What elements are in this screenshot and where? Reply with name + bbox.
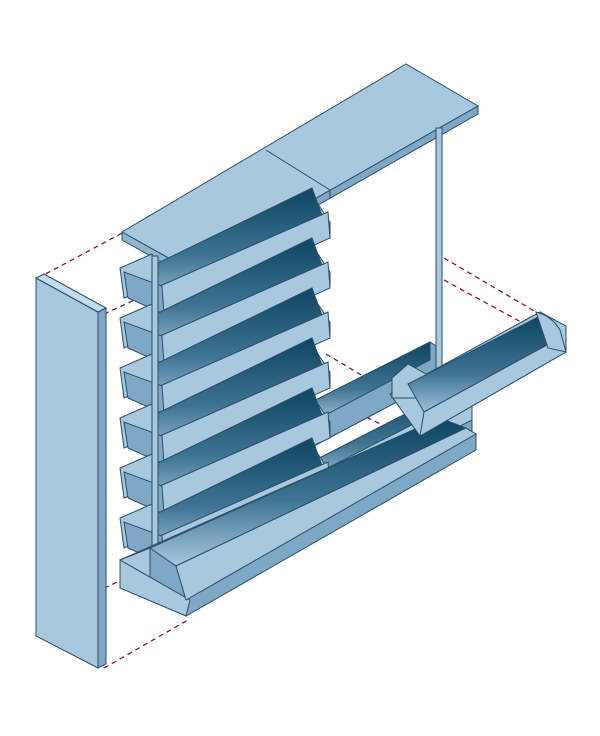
guide-line xyxy=(325,397,411,439)
guide-line xyxy=(37,231,125,279)
end-panel-edge xyxy=(97,307,107,669)
shelf xyxy=(119,387,331,515)
shelf xyxy=(119,237,331,365)
guide-line xyxy=(443,257,537,313)
detached-shelf xyxy=(389,311,567,437)
shelf xyxy=(119,287,331,415)
shelf xyxy=(119,337,331,465)
guide-line xyxy=(443,279,533,329)
guide-line xyxy=(103,619,189,669)
end-panel xyxy=(34,273,108,669)
front-upright xyxy=(151,255,159,577)
guide-line xyxy=(325,353,391,393)
guide-line xyxy=(103,579,123,589)
base-shelf xyxy=(119,417,477,617)
right-upright xyxy=(435,127,443,369)
shelf xyxy=(119,187,331,315)
assembly-guides xyxy=(37,231,537,669)
canopy-seam xyxy=(265,149,331,191)
end-panel-face xyxy=(35,277,99,669)
end-panel-top xyxy=(34,273,108,313)
